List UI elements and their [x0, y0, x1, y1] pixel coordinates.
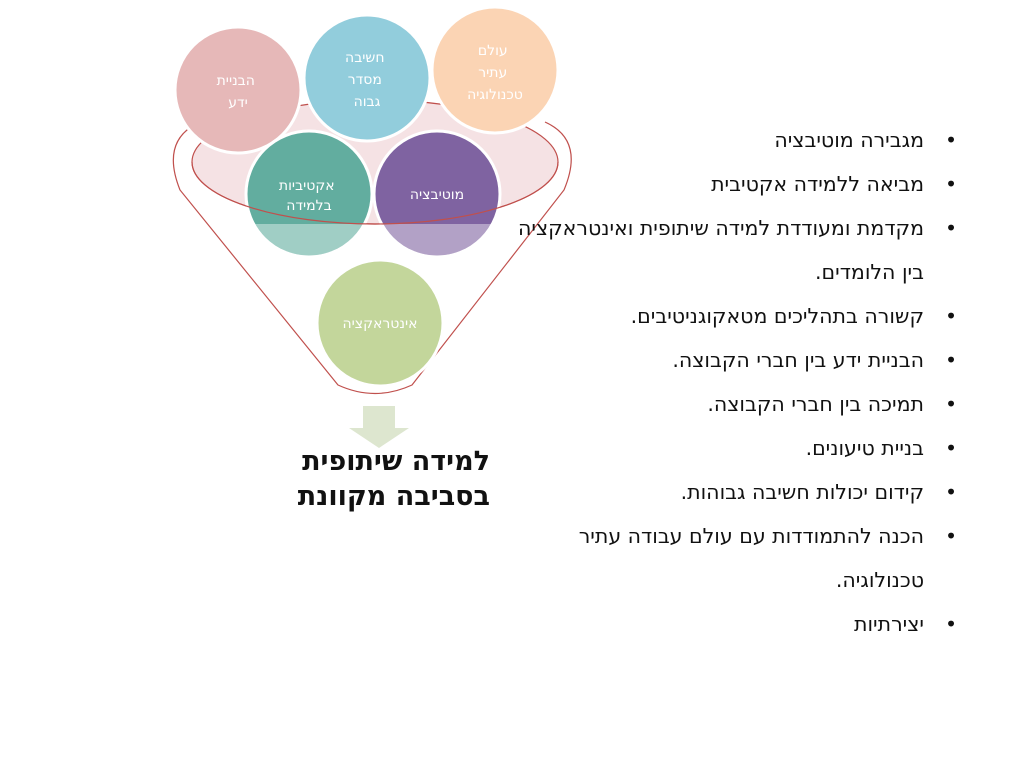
svg-text:חשיבה מסדר גבו: חשיבה מסדר גבוה — [345, 50, 389, 110]
bullet-dot: • — [944, 612, 958, 636]
bullet-item: • יצירתיות — [500, 602, 960, 646]
circle-interaction: אינטראקציה — [315, 258, 445, 388]
bullet-item: • קשורה בתהליכים מטאקוגניטיבים. — [500, 294, 960, 338]
bullet-dot: • — [944, 480, 958, 504]
bullet-text: מביאה ללמידה אקטיבית — [711, 172, 924, 196]
funnel-diagram: הבניית ידע חשיבה מסדר גבוה עולם עתיר טכנ… — [172, 5, 572, 448]
bullet-item: • מביאה ללמידה אקטיבית — [500, 162, 960, 206]
bullet-dot: • — [944, 304, 958, 328]
bullet-dot: • — [944, 128, 958, 152]
circle-active-learning-line2: בלמידה — [286, 198, 331, 214]
circle-future-tech-world-line3: טכנולוגיה — [467, 87, 523, 103]
circle-knowledge-building: הבניית ידע — [173, 25, 303, 155]
circle-active-learning-line1: אקטיביות — [279, 178, 335, 194]
bullet-text: הכנה להתמודדות עם עולם עבודה עתיר טכנולו… — [578, 524, 924, 592]
circle-interaction-line1: אינטראקציה — [343, 316, 418, 332]
bullet-dot: • — [944, 216, 958, 240]
bullet-dot: • — [944, 524, 958, 548]
down-arrow — [349, 406, 409, 448]
bullet-text: קידום יכולות חשיבה גבוהות. — [680, 480, 924, 504]
bullet-item: • הכנה להתמודדות עם עולם עבודה עתיר טכנול… — [500, 514, 960, 602]
bullet-dot: • — [944, 348, 958, 372]
svg-text:אינטראקציה: אינטראקציה — [343, 316, 418, 332]
circle-motivation-line1: מוטיבציה — [410, 187, 464, 203]
bullet-item: • מגבירה מוטיבציה — [500, 118, 960, 162]
bullet-item: • הבניית ידע בין חברי הקבוצה. — [500, 338, 960, 382]
svg-text:אקטיביות בלמידה: אקטיביות בלמידה — [279, 178, 339, 214]
bullet-dot: • — [944, 392, 958, 416]
svg-text:הבניית ידע: הבניית ידע — [217, 73, 260, 111]
bullet-dot: • — [944, 172, 958, 196]
bullet-item: • תמיכה בין חברי הקבוצה. — [500, 382, 960, 426]
bullet-text: מקדמת ומעודדת למידה שיתופית ואינטראקציה … — [517, 216, 924, 284]
diagram-caption: למידה שיתופית בסביבה מקוונת — [220, 444, 490, 514]
bullet-text: הבניית ידע בין חברי הקבוצה. — [672, 348, 924, 372]
circle-knowledge-building-line2: ידע — [228, 95, 248, 111]
bullet-dot: • — [944, 436, 958, 460]
bullet-list: • מגבירה מוטיבציה • מביאה ללמידה אקטיבית •… — [500, 118, 960, 646]
caption-line-1: למידה שיתופית — [302, 446, 490, 477]
svg-text:עולם עתיר טכנו: עולם עתיר טכנולוגיה — [467, 43, 523, 103]
caption-line-2: בסביבה מקוונת — [297, 481, 490, 512]
circle-future-tech-world-line1: עולם — [478, 43, 508, 59]
bullet-text: מגבירה מוטיבציה — [774, 128, 924, 152]
svg-text:מוטיבציה: מוטיבציה — [410, 187, 464, 203]
funnel-ellipse-rim — [191, 161, 559, 225]
circle-higher-order-thinking-line2: מסדר — [348, 72, 382, 88]
circle-higher-order-thinking-line1: חשיבה — [345, 50, 384, 66]
funnel-outline — [172, 121, 572, 394]
circle-active-learning: אקטיביות בלמידה — [244, 129, 374, 259]
circle-higher-order-thinking: חשיבה מסדר גבוה — [302, 13, 432, 143]
bullet-item: • בניית טיעונים. — [500, 426, 960, 470]
circle-higher-order-thinking-line3: גבוה — [354, 94, 381, 110]
bullet-text: קשורה בתהליכים מטאקוגניטיבים. — [630, 304, 924, 328]
bullet-text: תמיכה בין חברי הקבוצה. — [707, 392, 924, 416]
bullet-text: יצירתיות — [853, 612, 924, 636]
circle-future-tech-world-line2: עתיר — [478, 65, 507, 81]
bullet-item: • מקדמת ומעודדת למידה שיתופית ואינטראקציה… — [500, 206, 960, 294]
circle-future-tech-world: עולם עתיר טכנולוגיה — [430, 5, 560, 135]
bullet-item: • קידום יכולות חשיבה גבוהות. — [500, 470, 960, 514]
circle-knowledge-building-line1: הבניית — [217, 73, 255, 89]
circle-motivation: מוטיבציה — [372, 129, 502, 259]
bullet-text: בניית טיעונים. — [805, 436, 924, 460]
